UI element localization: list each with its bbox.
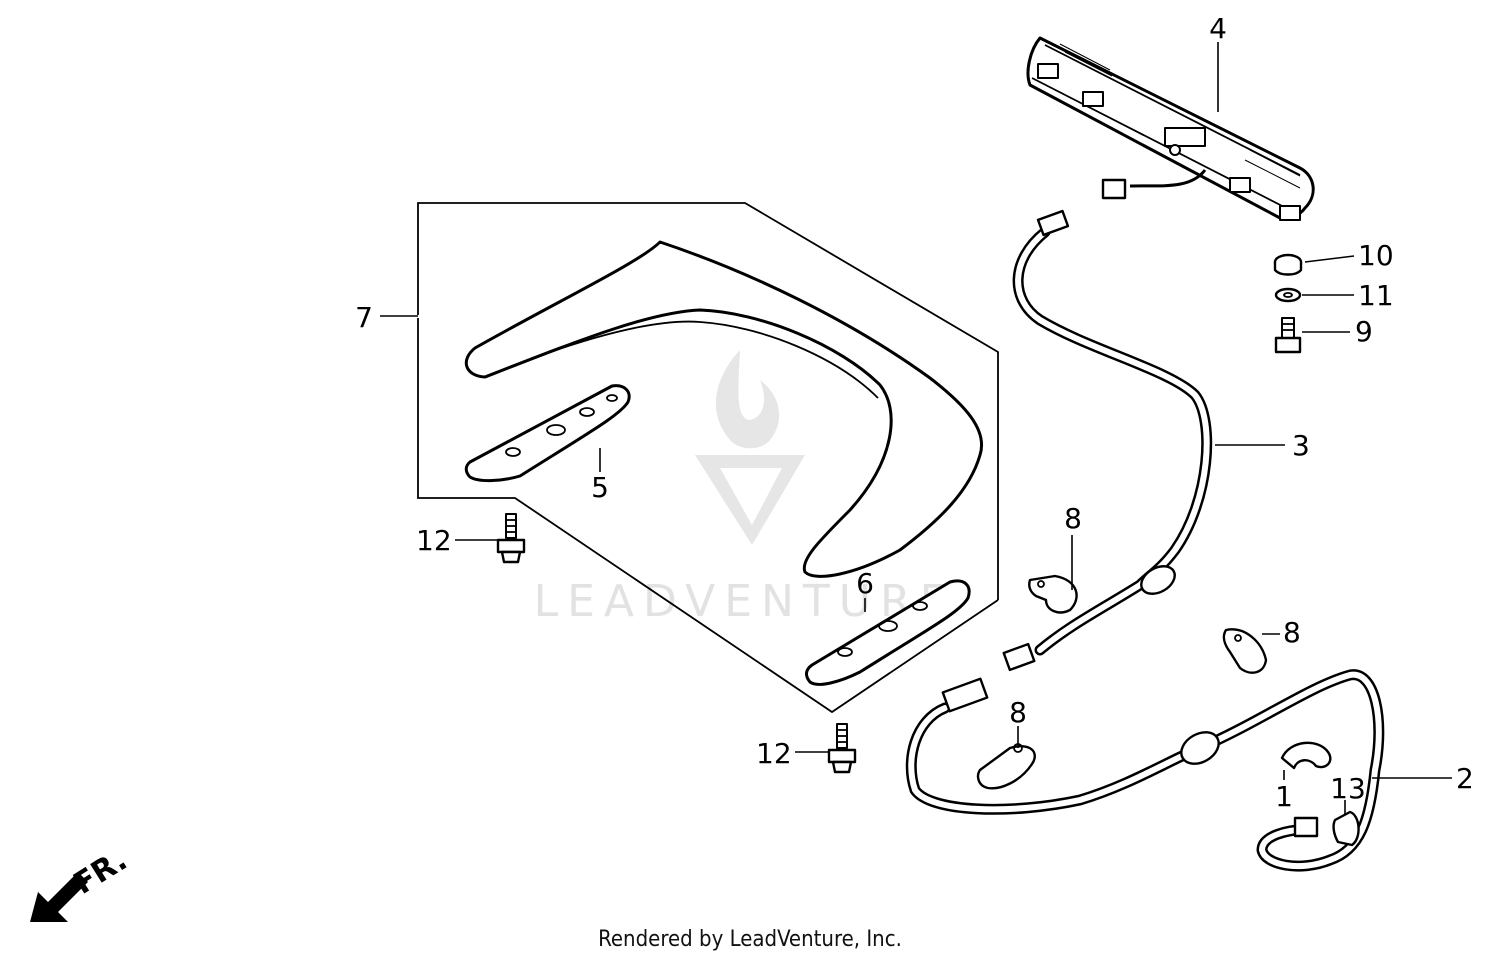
watermark-text: LEADVENTURE: [534, 576, 957, 627]
assembly-bracket-7: [380, 202, 999, 714]
watermark: LEADVENTURE: [534, 350, 957, 627]
washer-part-11: [1274, 287, 1302, 303]
callout-10: 10: [1358, 239, 1394, 272]
bolt-part-12-lower: [827, 723, 857, 774]
leader-lines: [455, 42, 1452, 815]
flame-v-logo-icon: [695, 350, 805, 545]
callout-12-upper: 12: [416, 524, 452, 557]
wire-harness-part-2: [905, 669, 1385, 872]
grommet-part-13: [1332, 810, 1360, 847]
callout-4: 4: [1209, 12, 1227, 45]
direction-indicator: FR.: [30, 843, 133, 922]
callout-1: 1: [1275, 780, 1293, 813]
callout-8-middle: 8: [1283, 616, 1301, 649]
mounting-plate-part-6: [805, 579, 971, 686]
clip-part-8-upper: [1028, 574, 1078, 614]
callout-6: 6: [856, 567, 874, 600]
clamp-part-1: [1280, 741, 1332, 770]
brake-light-part-4: [1026, 36, 1315, 221]
callout-8-lower: 8: [1009, 696, 1027, 729]
callout-3: 3: [1292, 429, 1310, 462]
callout-labels: 4 10 11 9 3 8 8 8 2 1 13 7 5 6 12 12: [355, 12, 1474, 813]
callout-9: 9: [1355, 315, 1373, 348]
arrow-down-left-icon: [30, 872, 88, 922]
footer-credit: Rendered by LeadVenture, Inc.: [598, 927, 902, 952]
mounting-plate-part-5: [464, 384, 631, 483]
callout-11: 11: [1358, 279, 1394, 312]
clip-part-8-middle: [1222, 628, 1268, 674]
spoiler-body-part-7: [464, 240, 983, 578]
callout-8-upper: 8: [1064, 502, 1082, 535]
callout-7: 7: [355, 301, 373, 334]
wire-harness-part-3: [1002, 209, 1213, 672]
callout-12-lower: 12: [756, 737, 792, 770]
clip-part-8-lower: [976, 743, 1036, 790]
bolt-part-12-upper: [496, 513, 526, 564]
bolt-part-9: [1274, 317, 1302, 354]
direction-label: FR.: [68, 843, 134, 902]
callout-2: 2: [1456, 762, 1474, 795]
nut-part-10: [1273, 253, 1303, 276]
callout-13: 13: [1330, 772, 1366, 805]
callout-5: 5: [591, 471, 609, 504]
light-lens-texture: [1059, 43, 1301, 189]
